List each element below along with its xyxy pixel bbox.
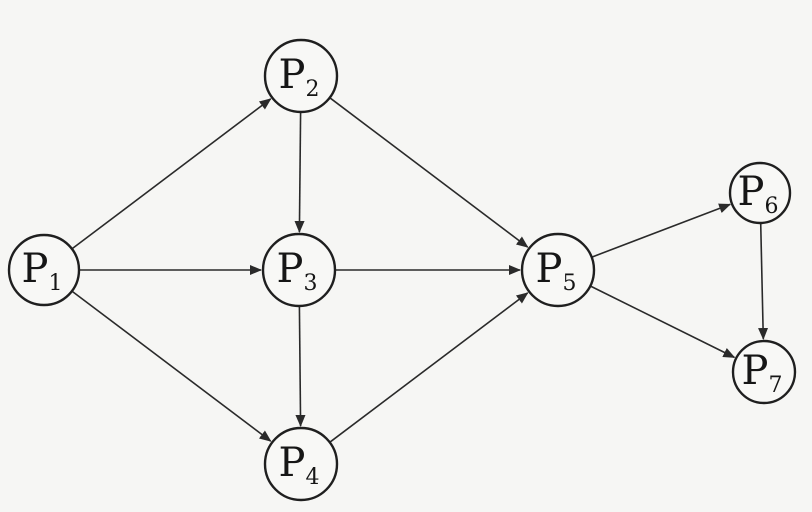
node-label: P7: [742, 348, 783, 398]
node-label-subscript: 1: [48, 271, 62, 296]
edges-layer: [71, 97, 769, 443]
edge-p1-p4: [71, 290, 272, 442]
node-label: P6: [738, 169, 779, 219]
node-label-subscript: 7: [768, 373, 782, 398]
node-label-letter: P: [536, 246, 563, 292]
node-label-subscript: 3: [303, 271, 317, 296]
node-circle: [263, 426, 339, 502]
edge-p6-p7: [758, 222, 769, 340]
node-label-subscript: 4: [305, 465, 319, 490]
node-label-letter: P: [738, 169, 765, 215]
node-label: P2: [279, 52, 320, 102]
node-label-letter: P: [277, 246, 304, 292]
node-label-letter: P: [279, 52, 306, 98]
node-p6: P6: [728, 161, 792, 225]
edge-p1-p2: [71, 98, 272, 250]
edge-p4-p5: [329, 292, 529, 443]
node-circle: [263, 38, 339, 114]
node-p2: P2: [263, 38, 339, 114]
edge-p5-p6: [591, 203, 732, 258]
node-circle: [520, 232, 596, 308]
edge-p3-p4: [295, 305, 306, 427]
node-label-subscript: 5: [562, 271, 576, 296]
node-circle: [731, 339, 797, 405]
node-circle: [261, 232, 337, 308]
edge-p5-p7: [589, 285, 736, 359]
node-label: P5: [536, 246, 577, 296]
node-p5: P5: [520, 232, 596, 308]
node-label: P1: [22, 246, 63, 296]
node-circle: [728, 161, 792, 225]
node-p3: P3: [261, 232, 337, 308]
node-label: P4: [279, 440, 320, 490]
node-circle: [7, 233, 81, 307]
node-label-letter: P: [279, 440, 306, 486]
node-label: P3: [277, 246, 318, 296]
node-p1: P1: [7, 233, 81, 307]
node-label-subscript: 2: [305, 77, 319, 102]
node-label-subscript: 6: [764, 194, 778, 219]
edge-p2-p5: [329, 97, 529, 248]
node-p7: P7: [731, 339, 797, 405]
edge-p2-p3: [294, 111, 305, 233]
node-label-letter: P: [22, 246, 49, 292]
node-label-letter: P: [742, 348, 769, 394]
node-p4: P4: [263, 426, 339, 502]
